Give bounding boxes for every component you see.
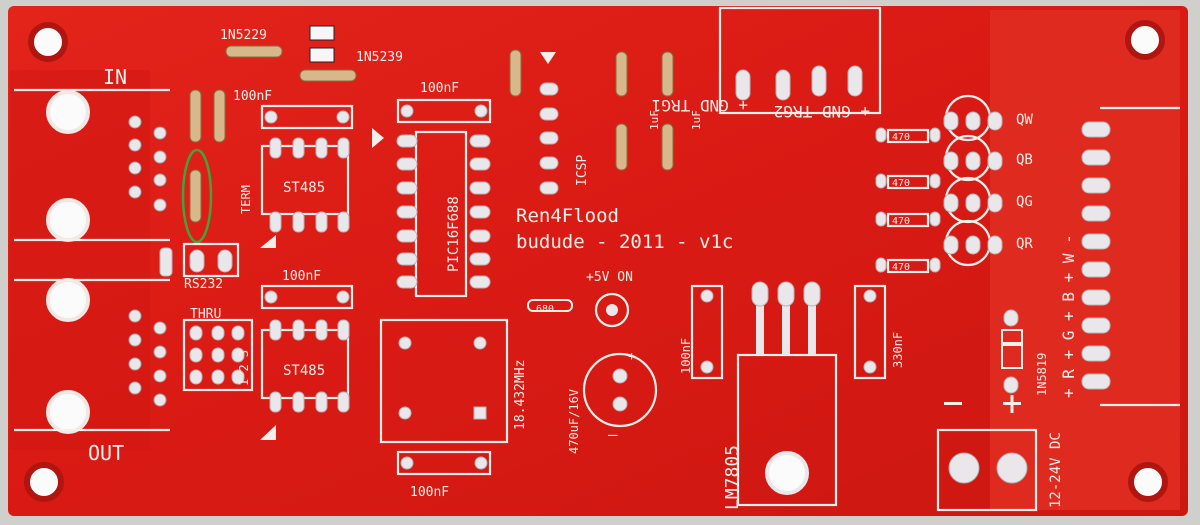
label-100nf-c: 100nF: [282, 269, 321, 284]
label-pic16f688: PIC16F688: [446, 196, 462, 272]
label-project-name: Ren4Flood: [516, 205, 619, 227]
capacitor-footprints: [260, 98, 887, 476]
label-100nf-vertical: 100nF: [679, 338, 693, 374]
label-330nf: 330nF: [891, 332, 905, 368]
label-1n5239: 1N5239: [356, 50, 403, 65]
label-470-b: 470: [892, 178, 910, 189]
label-thru: THRU: [190, 307, 221, 322]
label-470uf: 470uF/16V: [567, 389, 581, 454]
diode-1n5239: [309, 47, 335, 63]
voltage-regulator: [736, 281, 838, 507]
label-100nf-b: 100nF: [420, 81, 459, 96]
label-470-a: 470: [892, 132, 910, 143]
label-credit-line: budude - 2011 - v1c: [516, 231, 733, 253]
chip-pic16f688: [396, 130, 491, 298]
electrolytic-capacitor: [582, 352, 658, 428]
crystal-oscillator: [379, 318, 509, 444]
label-rgbw-terminal: + R + G + B + W -: [1059, 234, 1078, 398]
label-jumper-numbers: 1 2 3: [237, 350, 251, 386]
label-st485-bottom: ST485: [283, 363, 325, 379]
chip-st485-bottom: [260, 319, 350, 413]
dc-terminal: [936, 395, 1038, 512]
pcb-board: [8, 6, 1188, 516]
label-680: 680: [536, 304, 554, 315]
label-lm7805: LM7805: [722, 445, 743, 510]
label-qw: QW: [1016, 112, 1033, 128]
silkscreen-labels: IN OUT 1N5229 1N5239 100nF 100nF 100nF 1…: [88, 28, 1078, 510]
label-in: IN: [103, 65, 127, 89]
label-trg-left: + GND TRG1: [652, 96, 748, 115]
resistors: [189, 45, 674, 312]
label-icsp: ICSP: [575, 155, 590, 186]
label-18mhz: 18.432MHz: [513, 360, 528, 430]
trigger-terminal: [718, 6, 882, 115]
label-rs232: RS232: [184, 277, 223, 292]
label-100nf-d: 100nF: [410, 485, 449, 500]
jumper-rs232: [159, 247, 233, 277]
label-elco-minus: —: [608, 425, 618, 444]
status-leds: [943, 94, 1003, 267]
label-1n5229: 1N5229: [220, 28, 267, 43]
ground-plane: [990, 10, 1180, 510]
label-1uf-b: 1uF: [690, 110, 703, 130]
highlight-ring: [181, 148, 213, 244]
label-1uf-a: 1uF: [648, 110, 661, 130]
label-elco-plus: +: [628, 349, 635, 363]
label-qr: QR: [1016, 236, 1033, 252]
label-1n5819: 1N5819: [1035, 353, 1049, 396]
jumper-thru: [189, 325, 245, 385]
label-st485-top: ST485: [283, 180, 325, 196]
rgbw-terminal: [1081, 106, 1180, 407]
label-qg: QG: [1016, 194, 1033, 210]
chip-st485-top: [260, 137, 350, 233]
diode-1n5229: [309, 25, 335, 41]
label-470-c: 470: [892, 216, 910, 227]
label-dc-input: 12-24V DC: [1048, 432, 1064, 508]
diode-1n5819: [1001, 309, 1023, 394]
mounting-holes: [24, 20, 1168, 502]
power-led: [594, 292, 630, 328]
led-resistor-pads: [875, 127, 941, 273]
label-5v-on: +5V ON: [586, 270, 633, 285]
label-100nf-a: 100nF: [233, 89, 272, 104]
rj45-connectors: [14, 88, 170, 434]
label-trg-right: + GND TRG2: [774, 102, 870, 121]
label-out: OUT: [88, 441, 124, 465]
label-qb: QB: [1016, 152, 1033, 168]
label-term: TERM: [239, 185, 253, 214]
label-470-d: 470: [892, 262, 910, 273]
icsp-header: [539, 82, 559, 195]
